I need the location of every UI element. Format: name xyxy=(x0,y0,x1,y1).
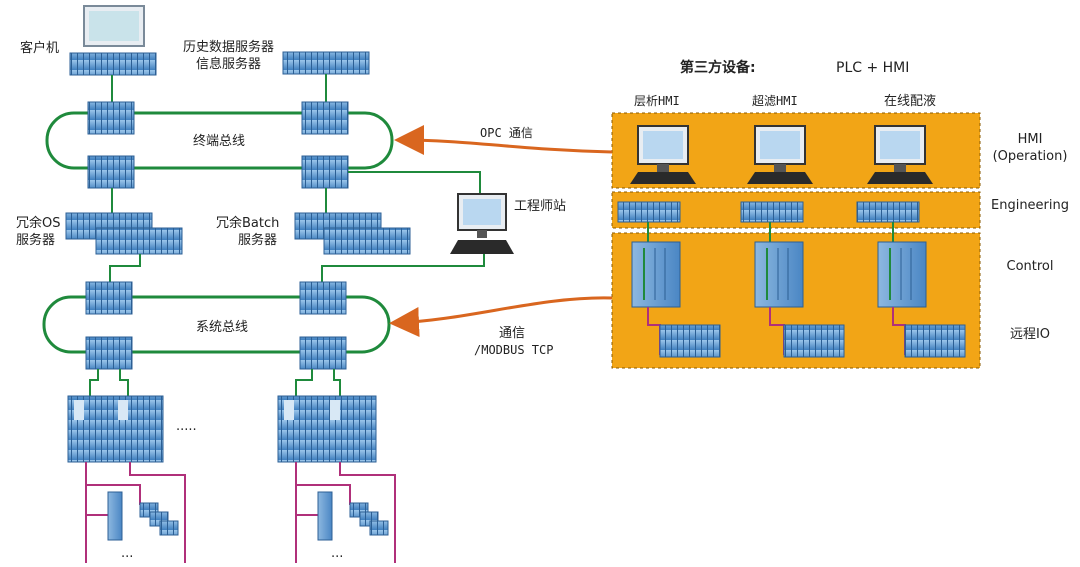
comm-label: 通信 xyxy=(499,326,526,341)
hmi-monitor-2 xyxy=(747,125,813,184)
engineer-station-pc xyxy=(450,193,514,254)
client-monitor xyxy=(83,5,145,47)
control-plc-2 xyxy=(754,222,804,308)
redundant-os-server-b xyxy=(95,227,183,255)
terminal-switch-3 xyxy=(87,155,135,189)
remote-io-3 xyxy=(892,307,966,358)
hmi-monitor-1 xyxy=(630,125,696,184)
system-bus-label: 系统总线 xyxy=(196,320,249,335)
engineering-switch-2 xyxy=(740,201,804,223)
automation-rack-2 xyxy=(277,395,377,463)
system-bus-ring xyxy=(42,295,391,354)
client-unit xyxy=(69,52,157,76)
engineering-switch-1 xyxy=(617,201,681,223)
field-bus-2 xyxy=(295,462,396,563)
hmi-monitor-3 xyxy=(867,125,933,184)
row-label-engineering: Engineering xyxy=(991,198,1069,213)
row-label-remote-io: 远程IO xyxy=(1009,327,1051,342)
os-system-link xyxy=(109,254,141,283)
remote-io-2 xyxy=(769,307,845,358)
opc-label: OPC 通信 xyxy=(480,126,533,140)
hmi-name-1: 层析HMI xyxy=(634,94,680,108)
engineering-switch-3 xyxy=(856,201,920,223)
system-switch-4 xyxy=(299,336,347,370)
modbus-label: /MODBUS TCP xyxy=(474,343,554,357)
system-switch-2 xyxy=(299,281,347,315)
remote-io-1 xyxy=(647,307,721,358)
system-switch-1 xyxy=(85,281,133,315)
hmi-name-3: 在线配液 xyxy=(884,94,937,109)
terminal-switch-1 xyxy=(87,101,135,135)
third-party-title: 第三方设备: xyxy=(680,60,756,76)
automation-rack-1 xyxy=(67,395,164,463)
drive-unit-2 xyxy=(317,491,333,541)
history-server-unit xyxy=(282,51,370,75)
redundant-os-label-2: 服务器 xyxy=(16,233,56,248)
system-switch-3 xyxy=(85,336,133,370)
info-server-label: 信息服务器 xyxy=(196,57,262,72)
hmi-name-2: 超滤HMI xyxy=(752,94,798,108)
io-modules-1 xyxy=(139,502,179,536)
eng-terminal-link xyxy=(348,171,481,195)
redundant-batch-label-1: 冗余Batch xyxy=(216,216,280,231)
drive-unit-1 xyxy=(107,491,123,541)
redundant-os-label-1: 冗余OS xyxy=(16,216,61,231)
redundant-batch-server-b xyxy=(323,227,411,255)
io-modules-2 xyxy=(349,502,389,536)
rack-ellipsis: ..... xyxy=(176,419,197,434)
row-label-hmi-1: HMI xyxy=(1017,132,1043,147)
modbus-arrow xyxy=(389,296,613,338)
third-party-subtitle: PLC + HMI xyxy=(836,60,910,76)
history-server-label: 历史数据服务器 xyxy=(183,40,275,55)
field-ellipsis-2: ... xyxy=(331,546,344,561)
terminal-switch-2 xyxy=(301,101,349,135)
opc-arrow xyxy=(394,125,613,156)
terminal-bus-ring xyxy=(45,111,394,170)
terminal-bus-label: 终端总线 xyxy=(193,134,246,149)
field-ellipsis-1: ... xyxy=(121,546,134,561)
field-bus-1 xyxy=(85,462,186,563)
terminal-switch-4 xyxy=(301,155,349,189)
row-label-control: Control xyxy=(1006,259,1054,274)
control-plc-3 xyxy=(877,222,927,308)
row-label-hmi-2: (Operation) xyxy=(992,149,1068,164)
control-plc-1 xyxy=(631,222,681,308)
client-label: 客户机 xyxy=(20,41,60,56)
redundant-batch-label-2: 服务器 xyxy=(238,233,278,248)
engineer-station-label: 工程师站 xyxy=(514,199,567,214)
eng-system-link xyxy=(321,254,485,283)
